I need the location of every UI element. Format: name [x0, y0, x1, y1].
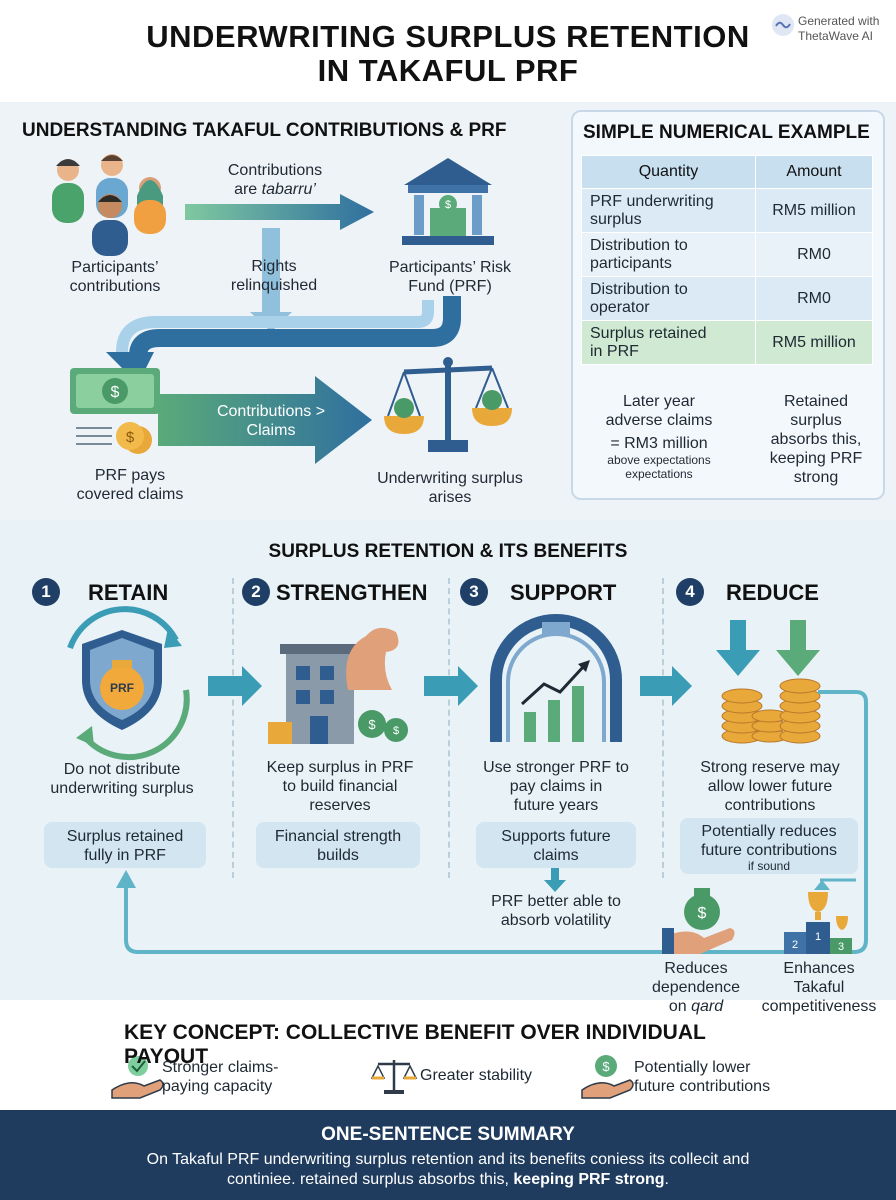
- prf-bag-label: PRF: [110, 681, 134, 695]
- prf-pays-label: PRF pays covered claims: [76, 467, 184, 503]
- hand-check-icon: [111, 1056, 164, 1099]
- step-2-title: STRENGTHEN: [276, 580, 428, 605]
- reduce-coins-icon: [716, 620, 821, 744]
- contributions-claims-arrow: [158, 376, 372, 464]
- svg-text:$: $: [698, 905, 707, 922]
- later-year-claims-label: Later year adverse claims = RM3 million …: [605, 393, 713, 481]
- volatility-label: PRF better able to absorb volatility: [491, 893, 621, 929]
- svg-text:$: $: [393, 725, 399, 737]
- step-3-pill: Supports future claims: [476, 822, 636, 868]
- cash-icon: $: [70, 368, 160, 414]
- step-1-title: RETAIN: [88, 580, 169, 605]
- step-arrow: [424, 666, 478, 706]
- balance-scale-icon: [384, 357, 512, 452]
- svg-text:1: 1: [815, 931, 821, 943]
- step-4-pill: Potentially reduces future contributions…: [680, 818, 858, 874]
- step-3-number: 3: [460, 578, 488, 606]
- key-item-lower-contributions: Potentially lower future contributions: [634, 1059, 771, 1095]
- feedback-loop-line: [124, 690, 868, 954]
- benefits-title: SURPLUS RETENTION & ITS BENEFITS: [268, 541, 628, 562]
- contributions-claims-label: Contributions > Claims: [216, 403, 326, 439]
- example-table-header: Quantity Amount: [581, 155, 873, 189]
- prf-label: Participants’ Risk Fund (PRF): [388, 259, 512, 295]
- competitiveness-label: Enhances Takaful competitiveness: [761, 960, 877, 1015]
- step-divider: [662, 578, 664, 878]
- key-item-stability: Greater stability: [420, 1067, 533, 1084]
- svg-text:$: $: [111, 384, 120, 401]
- summary-text: On Takaful PRF underwriting surplus rete…: [146, 1151, 750, 1188]
- scale-icon: [370, 1060, 418, 1094]
- svg-text:$: $: [368, 717, 376, 732]
- step-2-pill: Financial strength builds: [256, 822, 420, 868]
- surplus-arises-label: Underwriting surplus arises: [377, 470, 523, 506]
- summary-title: ONE-SENTENCE SUMMARY: [321, 1124, 575, 1145]
- arch-chart-icon: [490, 614, 622, 742]
- step-2-description: Keep surplus in PRF to build financial r…: [266, 759, 414, 814]
- svg-text:$: $: [602, 1059, 610, 1074]
- page-title: UNDERWRITING SURPLUS RETENTION IN TAKAFU…: [80, 20, 816, 88]
- step-4-description: Strong reserve may allow lower future co…: [700, 759, 840, 814]
- understanding-title: UNDERSTANDING TAKAFUL CONTRIBUTIONS & PR…: [22, 120, 507, 141]
- watermark-line1: Generated with: [798, 14, 880, 28]
- svg-text:$: $: [126, 429, 135, 446]
- retained-absorbs-label: Retained surplus absorbs this, keeping P…: [769, 393, 863, 486]
- step-arrow: [640, 666, 692, 706]
- watermark: Generated with ThetaWave AI: [770, 12, 890, 46]
- hand-money-bag-icon: $: [662, 888, 735, 954]
- key-item-claims-capacity: Stronger claims- paying capacity: [162, 1059, 279, 1095]
- header-amount: Amount: [755, 155, 873, 189]
- building-strength-icon: $ $: [268, 627, 408, 744]
- contributions-arrow: [185, 194, 374, 230]
- key-concept-title: KEY CONCEPT: COLLECTIVE BENEFIT OVER IND…: [124, 1021, 706, 1068]
- title-band: [0, 0, 896, 102]
- participants-label: Participants’ contributions: [69, 259, 161, 295]
- shield-icon: PRF: [67, 606, 190, 761]
- participants-icon: [52, 154, 166, 256]
- example-title: SIMPLE NUMERICAL EXAMPLE: [583, 122, 870, 143]
- step-1-description: Do not distribute underwriting surplus: [50, 761, 194, 797]
- podium-trophy-icon: 2 1 3: [784, 892, 852, 954]
- page-title-line2: IN TAKAFUL PRF: [317, 53, 579, 88]
- summary-band: [0, 1110, 896, 1200]
- page-title-line1: UNDERWRITING SURPLUS RETENTION: [146, 19, 750, 54]
- prf-building-icon: $: [402, 158, 494, 245]
- thetawave-logo-icon: [772, 14, 794, 36]
- step-2-number: 2: [242, 578, 270, 606]
- svg-text:2: 2: [792, 939, 798, 951]
- svg-text:3: 3: [838, 941, 844, 953]
- step-arrow: [208, 666, 262, 706]
- step-4-number: 4: [676, 578, 704, 606]
- svg-text:$: $: [445, 199, 451, 211]
- step-1-number: 1: [32, 578, 60, 606]
- step-divider: [448, 578, 450, 878]
- step-divider: [232, 578, 234, 878]
- volatility-arrow: [544, 868, 566, 892]
- reduces-qard-label: Reduces dependence on qard: [651, 960, 741, 1015]
- contributions-arrow-label: Contributions are tabarru’: [227, 162, 323, 198]
- prf-to-claims-curve: [129, 296, 461, 360]
- rights-relinquished-label: Rights relinquished: [230, 258, 318, 294]
- step-3-title: SUPPORT: [510, 580, 617, 605]
- hand-coin-icon: $: [581, 1055, 634, 1099]
- step-1-pill: Surplus retained fully in PRF: [44, 822, 206, 868]
- rights-down-arrow: [250, 228, 292, 332]
- header-quantity: Quantity: [581, 155, 756, 189]
- step-3-description: Use stronger PRF to pay claims in future…: [483, 759, 629, 814]
- watermark-line2: ThetaWave AI: [798, 29, 873, 43]
- coins-icon: $: [76, 422, 152, 454]
- step-4-title: REDUCE: [726, 580, 819, 605]
